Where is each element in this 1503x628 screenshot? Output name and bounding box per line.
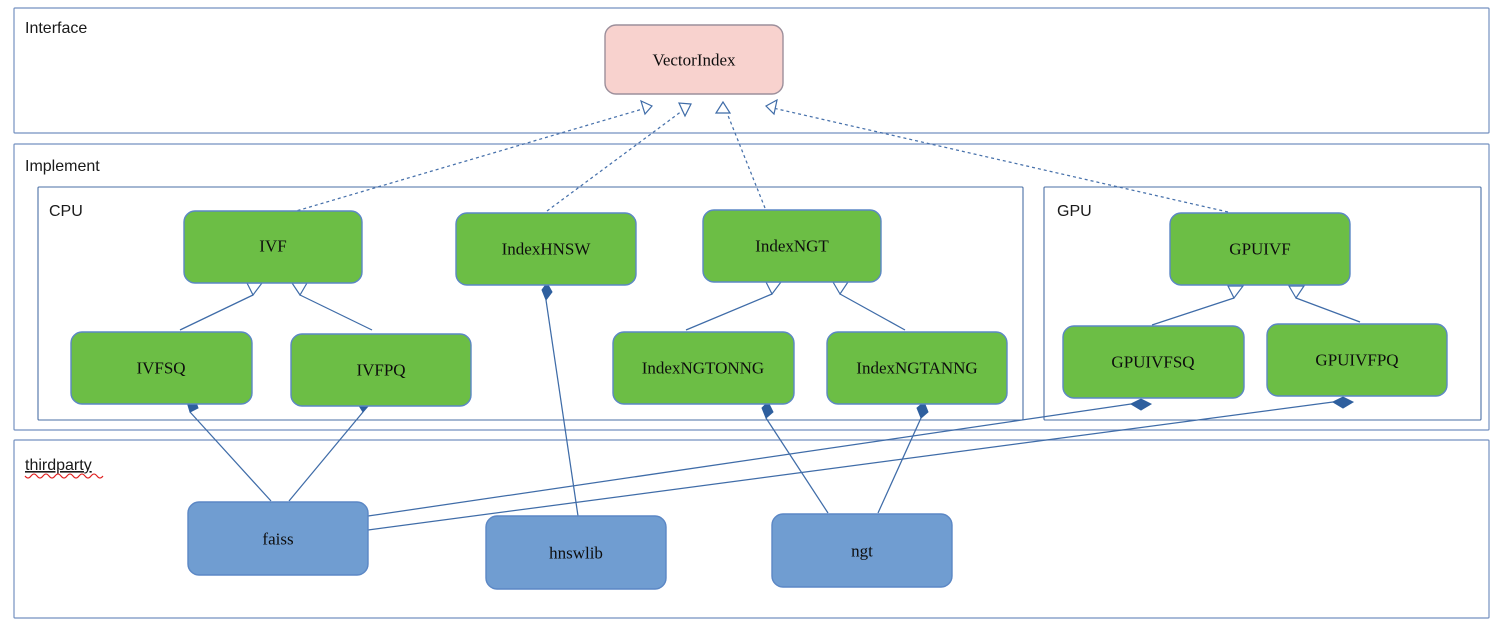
node-indexngtonng[interactable]: IndexNGTONNG bbox=[612, 331, 795, 405]
node-ivf[interactable]: IVF bbox=[183, 210, 363, 284]
node-label-indexngt: IndexNGT bbox=[755, 237, 829, 256]
node-gpuivfsq[interactable]: GPUIVFSQ bbox=[1062, 325, 1245, 399]
edge-indexngt-vectorindex bbox=[714, 100, 766, 209]
group-gpu bbox=[1043, 186, 1482, 421]
group-label-implement: Implement bbox=[25, 158, 100, 175]
edge-ngt-indexngtanng bbox=[877, 401, 929, 514]
node-label-hnswlib: hnswlib bbox=[549, 544, 603, 563]
node-label-ivfsq: IVFSQ bbox=[136, 359, 185, 378]
edge-faiss-gpuivfsq bbox=[367, 398, 1153, 517]
node-vectorindex[interactable]: VectorIndex bbox=[604, 24, 784, 95]
node-indexngt[interactable]: IndexNGT bbox=[702, 209, 882, 283]
node-gpuivfpq[interactable]: GPUIVFPQ bbox=[1266, 323, 1448, 397]
node-label-ivf: IVF bbox=[259, 237, 286, 256]
node-label-gpuivfpq: GPUIVFPQ bbox=[1315, 351, 1398, 370]
node-hnswlib[interactable]: hnswlib bbox=[485, 515, 667, 590]
node-label-indexngtanng: IndexNGTANNG bbox=[856, 359, 977, 378]
spellcheck-underline-icon bbox=[24, 473, 104, 479]
edge-ivf-vectorindex bbox=[285, 99, 653, 215]
group-cpu bbox=[37, 186, 1024, 421]
edge-gpuivfpq-gpuivf bbox=[1287, 285, 1361, 323]
node-gpuivf[interactable]: GPUIVF bbox=[1169, 212, 1351, 286]
node-label-ngt: ngt bbox=[851, 542, 873, 561]
group-label-interface: Interface bbox=[25, 20, 87, 37]
node-label-ivfpq: IVFPQ bbox=[356, 361, 405, 380]
group-label-thirdparty: thirdparty bbox=[25, 457, 92, 474]
group-thirdparty bbox=[13, 439, 1490, 619]
node-label-indexhnsw: IndexHNSW bbox=[502, 240, 592, 259]
node-indexngtanng[interactable]: IndexNGTANNG bbox=[826, 331, 1008, 405]
node-ngt[interactable]: ngt bbox=[771, 513, 953, 588]
node-ivfpq[interactable]: IVFPQ bbox=[290, 333, 472, 407]
group-label-cpu: CPU bbox=[49, 203, 83, 220]
node-faiss[interactable]: faiss bbox=[187, 501, 369, 576]
node-label-faiss: faiss bbox=[262, 530, 293, 549]
edge-indexhnsw-vectorindex bbox=[546, 102, 692, 212]
node-label-gpuivf: GPUIVF bbox=[1229, 240, 1290, 259]
node-label-gpuivfsq: GPUIVFSQ bbox=[1111, 353, 1194, 372]
edge-gpuivf-vectorindex bbox=[765, 98, 1229, 213]
node-label-vectorindex: VectorIndex bbox=[652, 51, 736, 70]
edge-gpuivfsq-gpuivf bbox=[1151, 285, 1245, 326]
node-indexhnsw[interactable]: IndexHNSW bbox=[455, 212, 637, 286]
node-ivfsq[interactable]: IVFSQ bbox=[70, 331, 253, 405]
group-label-gpu: GPU bbox=[1057, 203, 1092, 220]
edge-faiss-gpuivfpq bbox=[367, 396, 1355, 531]
node-label-indexngtonng: IndexNGTONNG bbox=[642, 359, 764, 378]
